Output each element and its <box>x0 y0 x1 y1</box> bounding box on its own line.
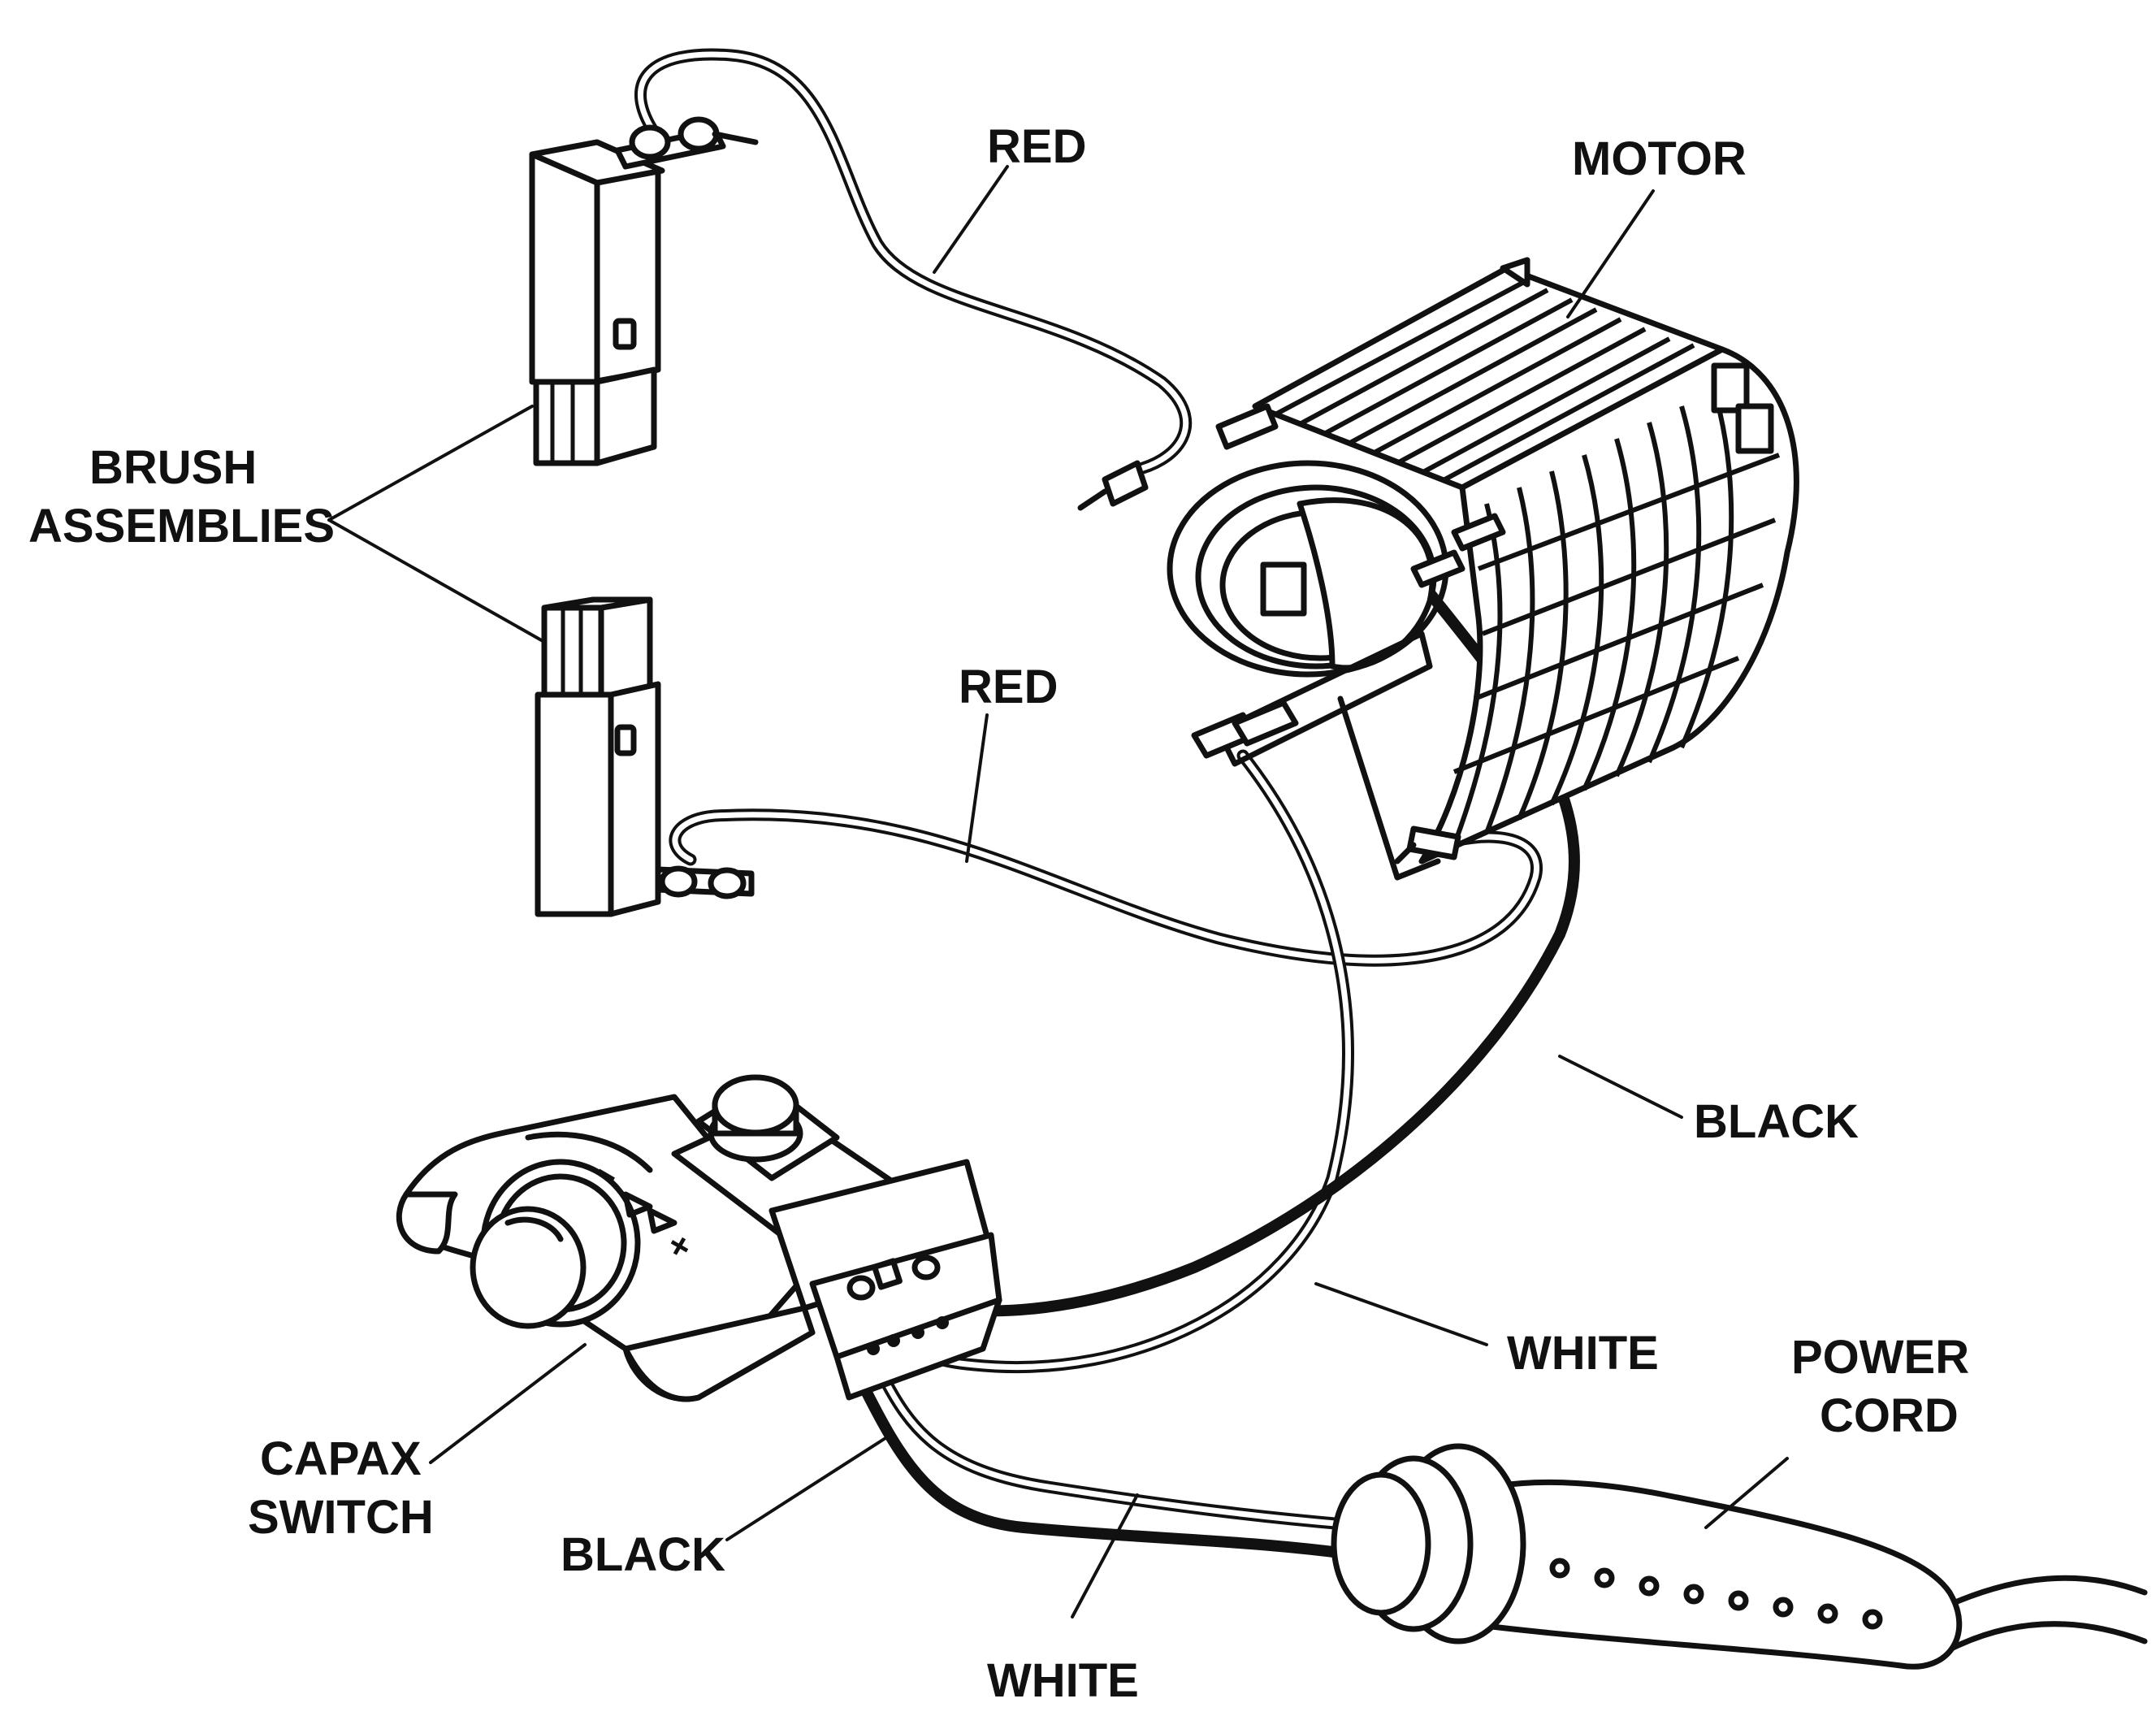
label-brush-line1: BRUSH <box>89 441 257 494</box>
label-white-bottom: WHITE <box>987 1654 1139 1707</box>
label-black-left: BLACK <box>561 1528 725 1581</box>
label-red-top: RED <box>987 120 1086 173</box>
label-red-mid: RED <box>959 661 1058 713</box>
labels: RED MOTOR BRUSH ASSEMBLIES RED BLACK WHI… <box>28 120 1969 1707</box>
brush-assembly-top <box>529 116 759 466</box>
label-power-line2: CORD <box>1820 1389 1959 1442</box>
red-wire-top <box>634 48 1193 478</box>
power-cord <box>1331 1443 2148 1670</box>
black-wire-cord <box>855 1376 1387 1564</box>
label-black-right: BLACK <box>1694 1095 1859 1148</box>
label-brush-line2: ASSEMBLIES <box>28 500 335 552</box>
label-power-line1: POWER <box>1791 1331 1969 1384</box>
label-motor: MOTOR <box>1572 132 1747 185</box>
white-wire-cord <box>875 1367 1392 1534</box>
label-capax-line2: SWITCH <box>248 1491 434 1544</box>
red-wire-bottom <box>669 808 1543 967</box>
white-wire-motor <box>914 749 1354 1374</box>
brush-assembly-bottom <box>535 596 755 917</box>
capax-switch: – + <box>396 1074 1002 1402</box>
motor <box>1077 257 1799 881</box>
label-capax-line1: CAPAX <box>260 1432 422 1485</box>
leader-lines <box>327 165 1789 1618</box>
label-white-right: WHITE <box>1507 1327 1659 1380</box>
